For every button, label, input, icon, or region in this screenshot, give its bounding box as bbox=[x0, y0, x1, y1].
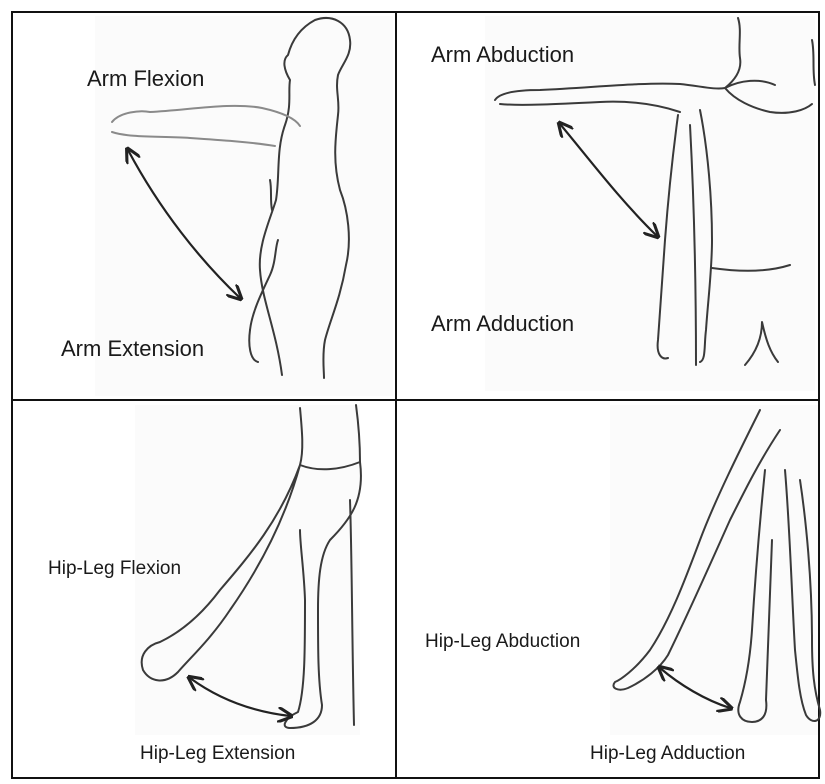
label-hip-leg-extension: Hip-Leg Extension bbox=[140, 743, 295, 765]
label-hip-leg-flexion: Hip-Leg Flexion bbox=[48, 558, 181, 580]
label-arm-extension: Arm Extension bbox=[61, 336, 204, 362]
label-arm-abduction: Arm Abduction bbox=[431, 42, 574, 68]
label-hip-leg-adduction: Hip-Leg Adduction bbox=[590, 743, 745, 765]
label-hip-leg-abduction: Hip-Leg Abduction bbox=[425, 631, 580, 653]
label-arm-adduction: Arm Adduction bbox=[431, 311, 574, 337]
panel-paper-bottom-right bbox=[610, 405, 818, 735]
label-arm-flexion: Arm Flexion bbox=[87, 66, 204, 92]
